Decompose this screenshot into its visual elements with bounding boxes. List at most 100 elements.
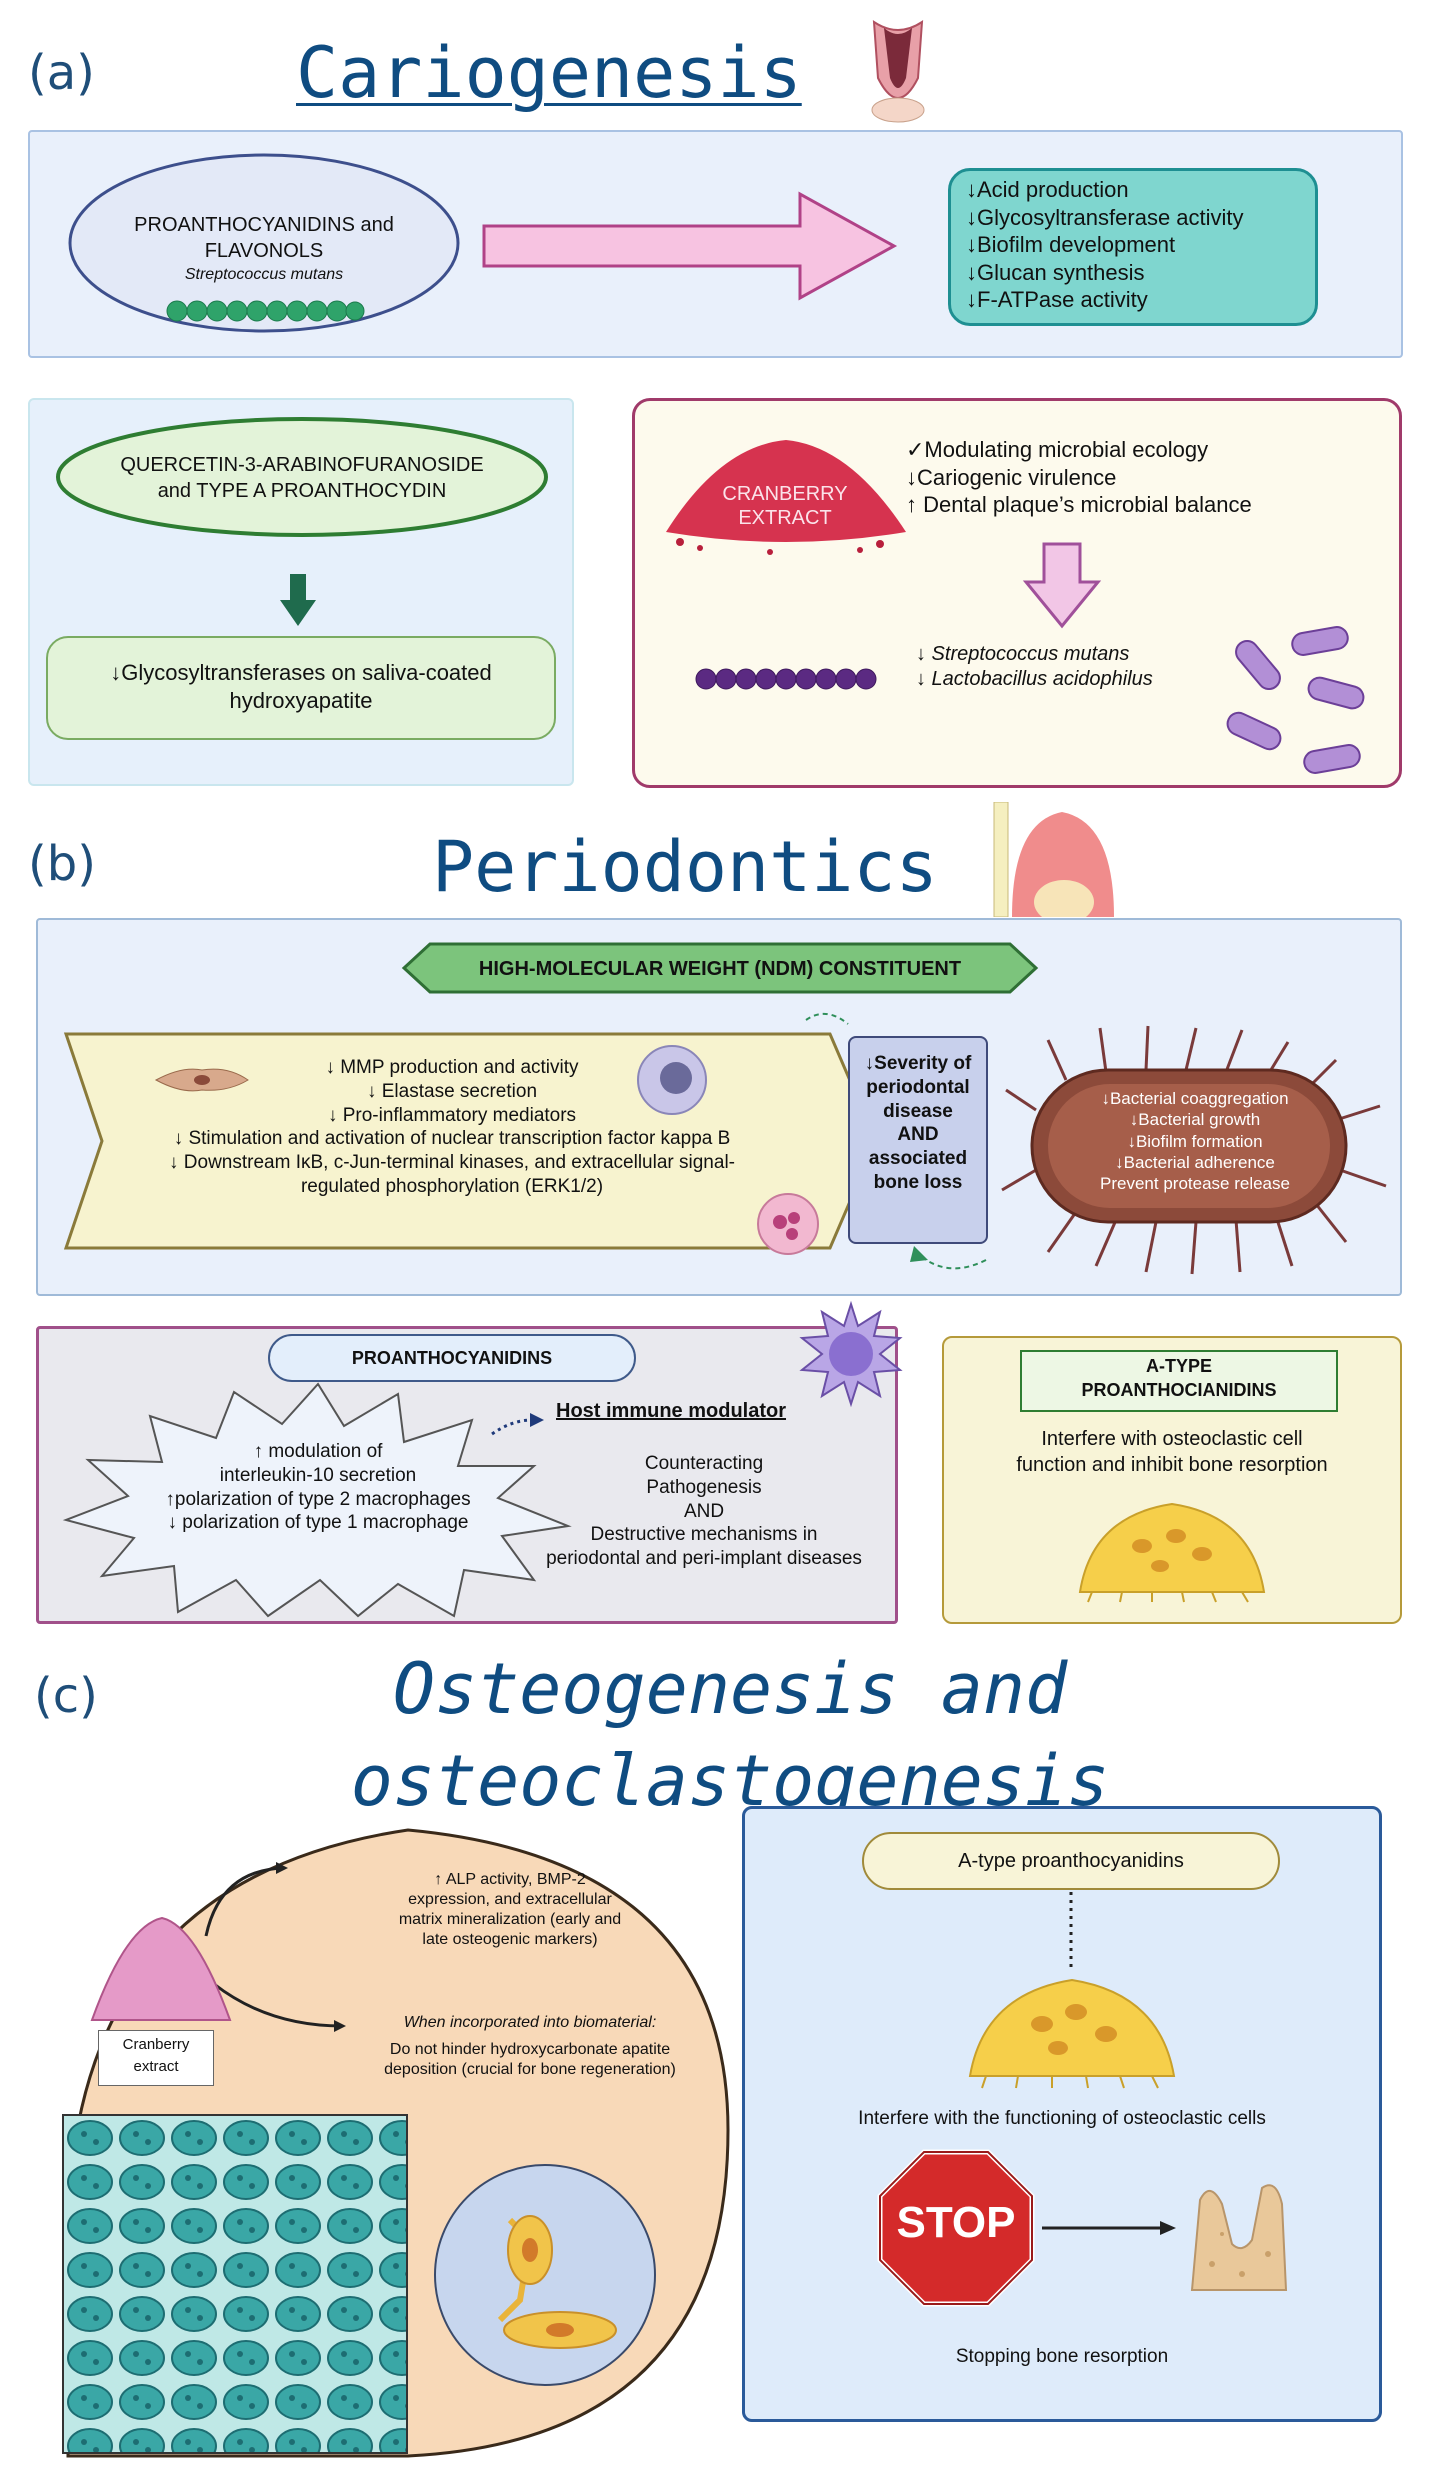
flavonols-ellipse — [68, 153, 460, 333]
streptococcus-label: Streptococcus mutans — [184, 266, 344, 283]
cariogenesis-effects-box — [948, 168, 1318, 326]
scaffold-texture — [62, 2114, 408, 2454]
macrophage-effect: ↑ modulation of — [253, 1441, 383, 1462]
glycosyltransferases-box — [46, 636, 556, 740]
periodontic-effect: ↓ Pro-inflammatory mediators — [327, 1104, 577, 1126]
cranberry-effect: ↓Cariogenic virulence — [906, 464, 1117, 490]
bacterium-effects-list: ↓Bacterial coaggregation ↓Bacterial grow… — [1040, 1088, 1350, 1194]
severity-line: AND — [897, 1124, 939, 1146]
macrophage-effect: interleukin-10 secretion — [219, 1464, 417, 1486]
cranberry-label-box — [98, 2030, 214, 2086]
quercetin-line2: and TYPE A PROANTHOCYDIN — [157, 480, 447, 502]
streptococcus-chain-icon — [166, 300, 365, 322]
section-a-label: (a) — [28, 45, 95, 101]
severity-line: periodontal — [866, 1076, 970, 1098]
neutrophil-icon — [757, 1193, 819, 1255]
cranberry-effects-list: ✓Modulating microbial ecology ↓Cariogeni… — [906, 436, 1252, 519]
bacterium-effect: ↓Bacterial adherence — [1115, 1152, 1275, 1172]
counteracting-list: Counteracting Pathogenesis AND Destructi… — [514, 1452, 894, 1571]
pac-title-pill — [268, 1334, 636, 1382]
bacterium-effect: Prevent protease release — [1100, 1174, 1290, 1193]
counter-line: Destructive mechanisms in — [590, 1524, 818, 1546]
atype-pill-label: A-type proanthocyanidins — [958, 1850, 1184, 1872]
osteoblast-circle — [434, 2164, 656, 2386]
macrophage-effect: ↓ polarization of type 1 macrophage — [167, 1512, 469, 1534]
pac-title: PROANTHOCYANIDINS — [351, 1348, 553, 1368]
bacteria-chain-icon — [695, 668, 877, 690]
starburst-shape — [62, 1382, 572, 1618]
osteogenesis-title-l1: Osteogenesis and — [392, 1648, 1068, 1730]
cranberry-label-l2: extract — [133, 2058, 179, 2075]
periodontics-title: Periodontics — [432, 826, 938, 908]
interfere-osteoclastic: Interfere with the functioning of osteoc… — [858, 2108, 1266, 2129]
periodontic-effect: regulated phosphorylation (ERK1/2) — [300, 1175, 604, 1197]
severity-line: disease — [883, 1100, 953, 1122]
interfere-l1: Interfere with osteoclastic cell — [1041, 1428, 1303, 1450]
atype-resorption-panel — [742, 1806, 1382, 2422]
section-c-label: (c) — [34, 1668, 98, 1724]
severity-line: ↓Severity of — [864, 1053, 972, 1074]
bacterium-effect: ↓Bacterial coaggregation — [1101, 1089, 1289, 1108]
counter-line: Counteracting — [644, 1453, 764, 1474]
periodontic-effect: ↓ Stimulation and activation of nuclear … — [173, 1128, 731, 1150]
macrophage-effect: ↑polarization of type 2 macrophages — [165, 1488, 471, 1510]
fibroblast-icon — [154, 1068, 249, 1092]
periodontic-effect: ↓ Downstream IκB, c-Jun-terminal kinases… — [169, 1152, 735, 1173]
down-arrow-pink — [1022, 542, 1102, 629]
periodontic-effect: ↓ Elastase secretion — [366, 1080, 538, 1102]
hmw-banner-shape — [401, 942, 1039, 994]
cranberry-effect: ✓Modulating microbial ecology — [906, 437, 1209, 462]
bacteria-item: ↓ Lactobacillus acidophilus — [916, 668, 1153, 690]
cariogenesis-title: Cariogenesis — [296, 32, 802, 114]
host-immune-label: Host immune modulator — [556, 1400, 787, 1422]
alp-line: expression, and extracellular — [408, 1891, 612, 1908]
bacteria-item: ↓ Streptococcus mutans — [916, 643, 1130, 665]
stop-label: STOP — [896, 2198, 1016, 2247]
dashed-cycle-arrows — [805, 1013, 987, 1270]
bacterium-effect: ↓Bacterial growth — [1129, 1110, 1261, 1130]
bone-icon — [1190, 2184, 1288, 2291]
alp-line: ↑ ALP activity, BMP-2 — [434, 1871, 586, 1888]
flavonols-line1: PROANTHOCYANIDINS and — [134, 214, 394, 236]
lactobacillus-icon — [1226, 626, 1365, 774]
bacterium-icon — [1001, 1025, 1387, 1275]
scaffold-pattern — [64, 2116, 406, 2452]
atype-title-box — [1020, 1350, 1338, 1412]
curved-arrow-2 — [213, 1982, 346, 2032]
counter-line: AND — [683, 1500, 725, 1522]
cranberry-effect: ↑ Dental plaque’s microbial balance — [906, 492, 1252, 517]
cranberry-powder-icon — [90, 1916, 232, 2021]
bacteria-list: ↓ Streptococcus mutans ↓ Lactobacillus a… — [916, 642, 1153, 692]
severity-line: associated — [868, 1148, 968, 1169]
gtf-line1: ↓Glycosyltransferases on saliva-coated — [110, 660, 492, 685]
macrophage-icon — [799, 1300, 903, 1408]
macrophage-effects-list: ↑ modulation of interleukin-10 secretion… — [118, 1440, 518, 1535]
dotted-connector — [1069, 1892, 1073, 1970]
alp-list: ↑ ALP activity, BMP-2 expression, and ex… — [320, 1870, 700, 1950]
gtf-line2: hydroxyapatite — [229, 688, 373, 713]
tooth-icon — [871, 20, 925, 123]
gum-icon — [993, 802, 1114, 917]
dotted-arrow-icon — [491, 1413, 544, 1436]
periodontic-effect: ↓ MMP production and activity — [325, 1057, 579, 1078]
effect-item: ↓F-ATPase activity — [966, 287, 1148, 312]
cranberry-pile-icon — [666, 440, 906, 555]
cranberry-label-l1: Cranberry — [122, 2036, 190, 2053]
leukocyte-icon — [637, 1045, 707, 1115]
stop-sign-icon — [877, 2149, 1035, 2307]
section-b-label: (b) — [28, 836, 96, 892]
atype-title-l2: PROANTHOCIANIDINS — [1081, 1380, 1277, 1400]
cranberry-extract-l2: EXTRACT — [738, 507, 832, 529]
alp-line: late osteogenic markers) — [422, 1931, 598, 1948]
flavonols-line2: FLAVONOLS — [204, 240, 324, 262]
severity-line: bone loss — [873, 1171, 963, 1193]
curved-arrow-1 — [204, 1862, 288, 1937]
quercetin-line1: QUERCETIN-3-ARABINOFURANOSIDE — [120, 454, 484, 476]
effect-item: ↓Glucan synthesis — [966, 259, 1145, 285]
severity-box — [848, 1036, 988, 1244]
biomaterial-line: Do not hinder hydroxycarbonate apatite — [389, 2041, 671, 2058]
effect-item: ↓Glycosyltransferase activity — [966, 204, 1244, 230]
interfere-l2: function and inhibit bone resorption — [1016, 1454, 1328, 1476]
quercetin-ellipse — [56, 417, 548, 537]
osteoclast-icon-c — [968, 1978, 1176, 2089]
